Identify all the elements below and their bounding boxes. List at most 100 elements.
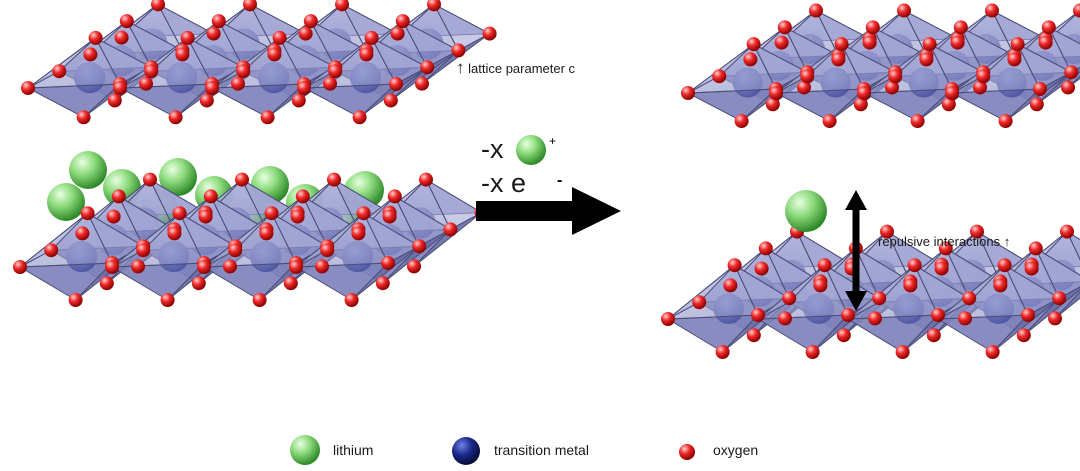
oxygen-atom	[407, 259, 421, 274]
oxygen-atom	[1060, 224, 1074, 239]
oxygen-atom	[1048, 311, 1062, 326]
oxygen-atom	[291, 93, 306, 108]
oxygen-atom	[315, 259, 329, 274]
oxygen-atom	[885, 80, 899, 95]
oxygen-atom	[1052, 291, 1067, 306]
oxygen-atom	[765, 97, 780, 112]
oxygen-atom	[272, 30, 287, 45]
oxygen-atom	[998, 114, 1013, 129]
oxygen-atom	[264, 206, 279, 221]
oxygen-atom	[661, 312, 675, 326]
oxygen-atom	[290, 209, 305, 224]
oxygen-atom	[743, 52, 758, 67]
oxygen-atom	[381, 256, 395, 270]
minus-x-text: -x	[481, 134, 504, 164]
oxygen-atom	[950, 35, 965, 50]
lattice-parameter-annotation: ↑ lattice parameter c	[456, 58, 575, 78]
oxygen-atom	[880, 224, 894, 239]
oxygen-atom	[831, 52, 846, 67]
oxygen-atom	[412, 239, 427, 254]
oxygen-atom	[778, 311, 792, 326]
oxygen-atom	[289, 260, 303, 274]
oxygen-atom	[211, 14, 226, 29]
oxygen-atom	[872, 291, 887, 306]
oxygen-atom	[68, 293, 83, 307]
oxygen-atom	[945, 86, 959, 100]
oxygen-atom	[383, 93, 398, 108]
oxygen-atom	[259, 226, 274, 241]
lattice-parameter-label: lattice parameter c	[468, 61, 576, 76]
oxygen-atom	[364, 30, 379, 45]
oxygen-atom	[205, 81, 219, 95]
oxygen-atom	[415, 76, 429, 91]
repulsive-interactions-label: repulsive interactions	[878, 234, 1001, 249]
oxygen-atom	[941, 97, 956, 112]
oxygen-atom	[335, 0, 349, 12]
oxygen-atom	[167, 226, 182, 241]
oxygen-atom	[356, 206, 371, 221]
oxygen-atom	[297, 81, 311, 95]
oxygen-atom	[151, 0, 165, 12]
octahedral-layer-right-top	[681, 3, 1080, 129]
transition-metal-legend-icon	[452, 437, 480, 465]
oxygen-atom	[1028, 241, 1043, 256]
oxygen-atom	[681, 86, 695, 100]
oxygen-atom	[895, 345, 910, 359]
electron-charge-label: -	[557, 172, 563, 189]
oxygen-atom	[52, 64, 67, 79]
oxygen-atom	[822, 114, 837, 129]
oxygen-atom	[243, 0, 257, 12]
oxygen-atom	[1021, 308, 1035, 322]
oxygen-atom	[727, 258, 742, 273]
oxygen-atom	[328, 64, 343, 79]
oxygen-atom	[1061, 80, 1075, 95]
oxygen-atom	[320, 243, 335, 258]
oxygen-atom	[1033, 82, 1047, 96]
oxygen-atom	[970, 224, 984, 239]
oxygen-atom	[813, 278, 828, 293]
oxygen-atom	[387, 189, 402, 204]
oxygen-atom	[910, 114, 925, 129]
oxygen-atom	[834, 37, 849, 52]
oxygen-atom	[389, 77, 403, 91]
oxygen-atom	[199, 93, 214, 108]
oxygen-atom	[841, 308, 855, 322]
oxygen-atom	[267, 47, 282, 62]
up-arrow-icon: ↑	[456, 58, 465, 77]
oxygen-atom	[21, 81, 35, 95]
octahedral-layer-right-bottom	[661, 224, 1080, 359]
oxygen-atom	[375, 276, 390, 291]
legend-transition-metal-label: transition metal	[494, 442, 589, 458]
oxygen-legend-icon	[679, 444, 695, 460]
oxygen-atom	[352, 110, 367, 125]
oxygen-atom	[44, 243, 59, 258]
oxygen-atom	[777, 20, 792, 35]
oxygen-atom	[231, 76, 245, 91]
oxygen-atom	[769, 86, 783, 100]
oxygen-atom	[451, 43, 466, 58]
lithium-legend-icon	[290, 435, 320, 465]
oxygen-atom	[359, 47, 374, 62]
oxygen-atom	[419, 172, 433, 187]
oxygen-atom	[931, 308, 945, 322]
oxygen-atom	[111, 189, 126, 204]
minus-x-lithium-label: -x	[481, 134, 504, 165]
oxygen-atom	[715, 345, 730, 359]
oxygen-atom	[175, 47, 190, 62]
oxygen-atom	[13, 260, 27, 274]
lithium-atom-remaining	[785, 190, 827, 232]
oxygen-atom	[888, 69, 903, 84]
oxygen-atom	[283, 276, 298, 291]
oxygen-atom	[427, 0, 441, 12]
oxygen-atom	[926, 328, 941, 343]
oxygen-atom	[236, 64, 251, 79]
oxygen-atom	[107, 93, 122, 108]
oxygen-atom	[692, 295, 707, 310]
oxygen-atom	[800, 69, 815, 84]
oxygen-atom	[303, 14, 318, 29]
oxygen-atom	[1041, 20, 1056, 35]
oxygen-atom	[327, 172, 341, 187]
lithium-atom	[159, 158, 197, 196]
oxygen-atom	[723, 278, 738, 293]
